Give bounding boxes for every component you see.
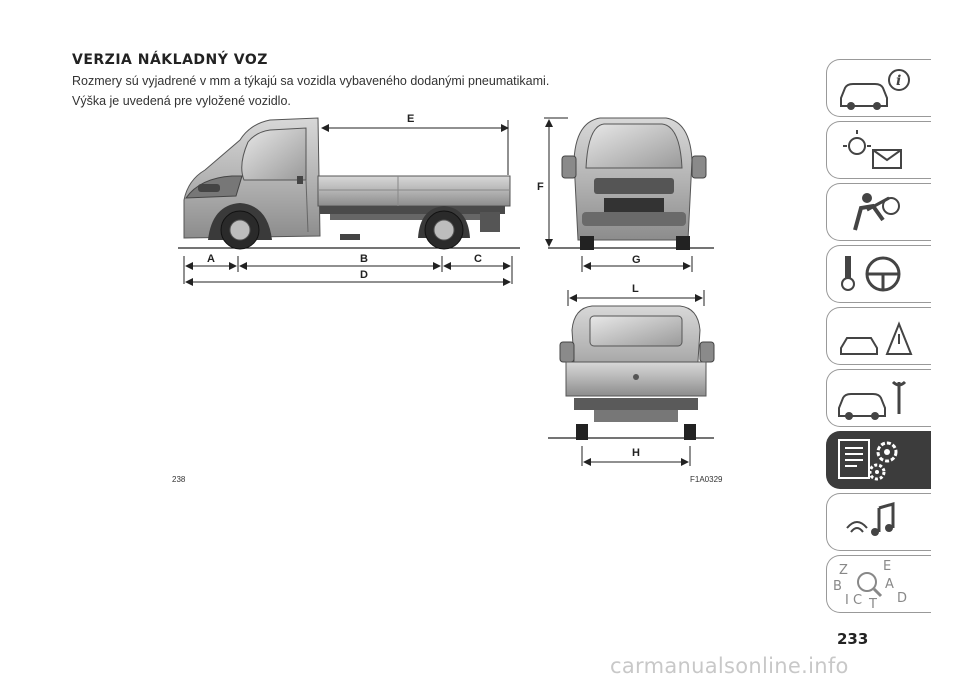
tab-multimedia[interactable] bbox=[826, 493, 931, 551]
tab-technical-data[interactable] bbox=[826, 431, 931, 489]
front-dimensions bbox=[544, 117, 693, 272]
figure-code: F1A0329 bbox=[690, 475, 723, 484]
dimension-label-g: G bbox=[632, 254, 641, 266]
breakdown-triangle-icon bbox=[840, 321, 913, 355]
svg-text:E: E bbox=[883, 559, 891, 574]
intro-line-2: Výška je uvedená pre vyložené vozidlo. bbox=[72, 94, 291, 108]
tab-index[interactable]: Z E B A D C T I bbox=[826, 555, 931, 613]
dimension-label-e: E bbox=[407, 113, 414, 125]
intro-line-1: Rozmery sú vyjadrené v mm a týkajú sa vo… bbox=[72, 74, 550, 88]
figure-ref-number: 238 bbox=[172, 475, 186, 484]
multimedia-icon bbox=[846, 502, 895, 536]
steering-key-icon bbox=[841, 256, 901, 292]
tab-emergency[interactable] bbox=[826, 307, 931, 365]
section-title: VERZIA NÁKLADNÝ VOZ bbox=[72, 52, 268, 68]
svg-text:I: I bbox=[845, 593, 849, 608]
car-info-icon: i bbox=[840, 69, 910, 110]
tab-maintenance[interactable] bbox=[826, 369, 931, 427]
svg-text:Z: Z bbox=[839, 563, 848, 578]
index-alphabet-icon: Z E B A D C T I bbox=[833, 559, 907, 612]
svg-text:D: D bbox=[897, 591, 907, 606]
car-service-icon bbox=[838, 380, 907, 420]
side-view-vehicle bbox=[178, 117, 520, 250]
rear-dimensions bbox=[567, 290, 705, 466]
svg-text:B: B bbox=[833, 579, 842, 594]
front-view-vehicle bbox=[548, 117, 714, 250]
warning-lights-icon bbox=[843, 130, 902, 169]
dimension-label-h: H bbox=[632, 447, 640, 459]
dimension-label-d: D bbox=[360, 269, 368, 281]
rear-view-vehicle bbox=[548, 305, 715, 440]
dimension-label-b: B bbox=[360, 253, 368, 265]
intro-text: Rozmery sú vyjadrené v mm a týkajú sa vo… bbox=[72, 71, 549, 111]
tab-driving[interactable] bbox=[826, 245, 931, 303]
dimension-label-a: A bbox=[207, 253, 215, 265]
svg-text:i: i bbox=[896, 73, 901, 89]
tab-car-info[interactable]: i bbox=[826, 59, 931, 117]
airbag-seat-icon bbox=[853, 193, 900, 231]
technical-data-icon bbox=[838, 439, 898, 481]
side-dimensions bbox=[183, 120, 513, 286]
tab-warning-lights[interactable] bbox=[826, 121, 931, 179]
dimension-label-c: C bbox=[474, 253, 482, 265]
watermark-text: carmanualsonline.info bbox=[610, 654, 849, 678]
svg-text:C: C bbox=[853, 593, 862, 608]
dimension-label-f: F bbox=[537, 181, 544, 193]
svg-text:A: A bbox=[885, 577, 894, 592]
svg-text:T: T bbox=[868, 597, 877, 612]
dimension-label-l: L bbox=[632, 283, 639, 295]
page-number: 233 bbox=[837, 630, 869, 648]
tab-safety[interactable] bbox=[826, 183, 931, 241]
